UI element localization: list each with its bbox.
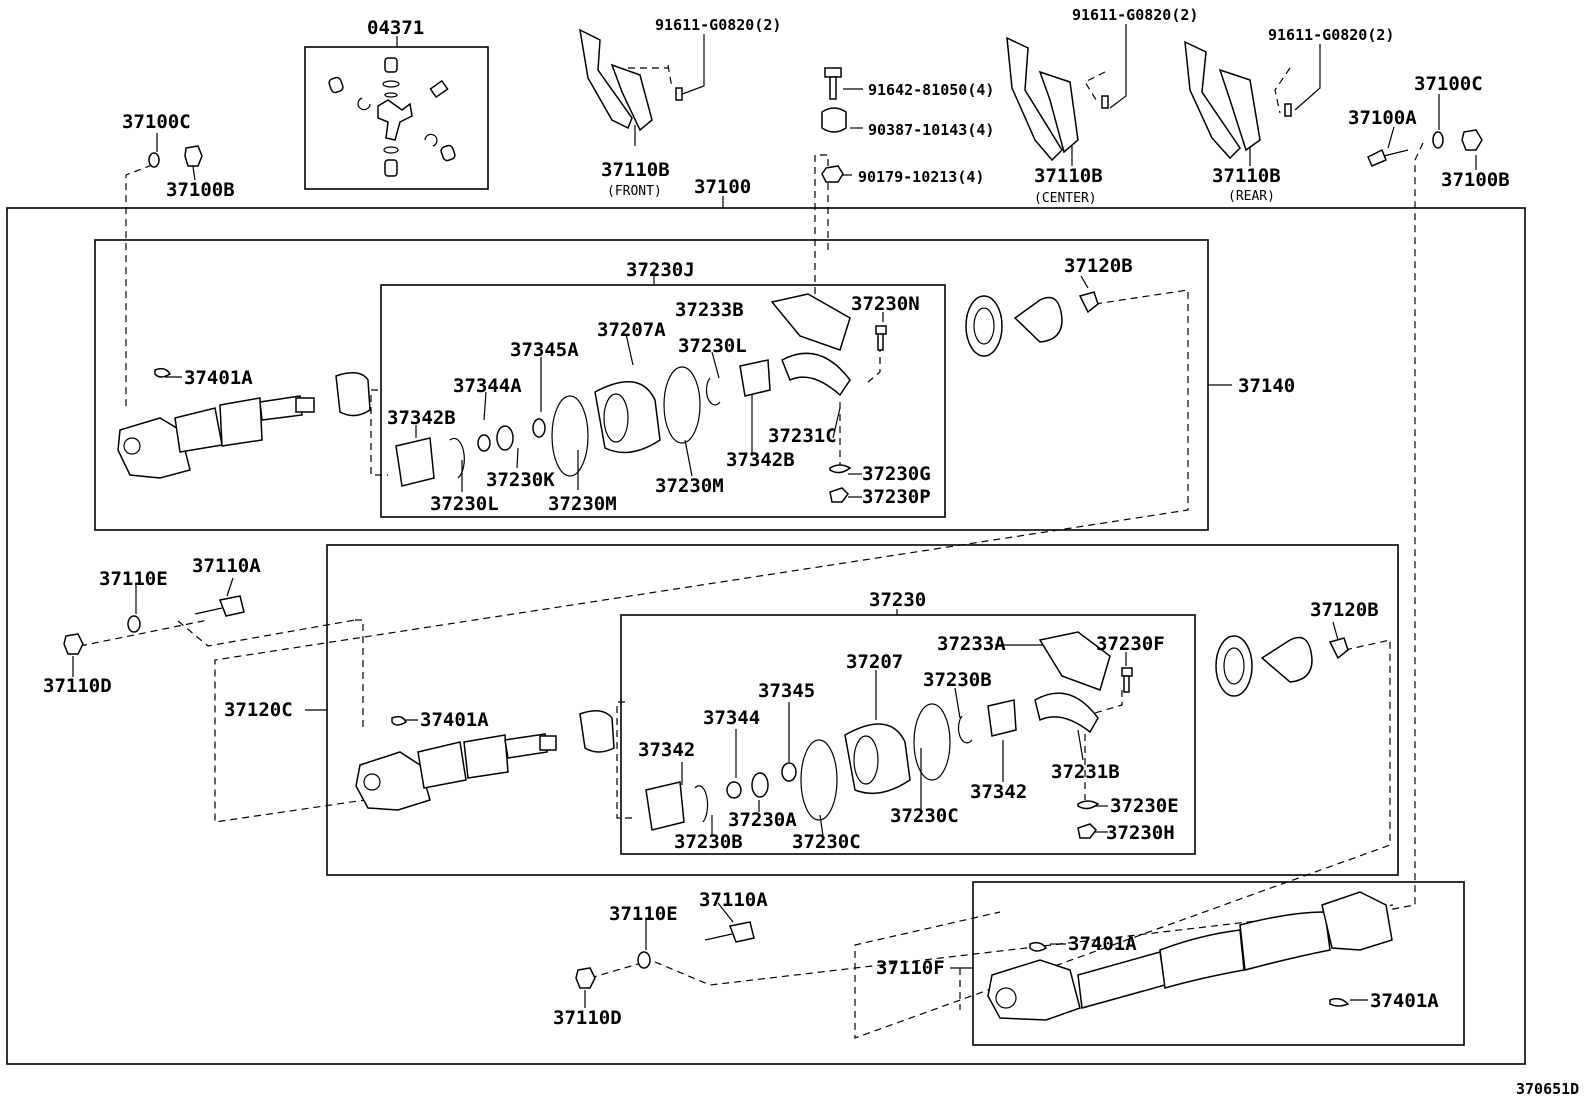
propeller-shaft-middle-icon <box>355 710 615 811</box>
label-91611-G0820-rear: 91611-G0820(2) <box>1268 26 1394 44</box>
label-37344A: 37344A <box>453 375 522 397</box>
label-37100: 37100 <box>694 176 751 198</box>
label-37230J: 37230J <box>626 259 695 281</box>
label-90179-10213: 90179-10213(4) <box>858 168 984 186</box>
label-91642-81050: 91642-81050(4) <box>868 81 994 99</box>
part-labels: 04371 37100C 37100B 91611-G0820(2) 37110… <box>43 6 1579 1098</box>
universal-joint-kit-icon <box>328 57 456 177</box>
caption-center: (CENTER) <box>1034 191 1097 206</box>
label-37345: 37345 <box>758 680 815 702</box>
label-37230M: 37230M <box>655 475 724 497</box>
label-37230N: 37230N <box>851 293 920 315</box>
label-37230B-2: 37230B <box>674 831 743 853</box>
label-37230E: 37230E <box>1110 795 1179 817</box>
dashed-guides <box>79 64 1424 1039</box>
label-37207: 37207 <box>846 651 903 673</box>
label-37345A: 37345A <box>510 339 579 361</box>
label-37230L: 37230L <box>678 335 747 357</box>
fasteners-middle-icons <box>63 595 755 989</box>
label-37110B-center: 37110B <box>1034 165 1103 187</box>
label-37230G: 37230G <box>862 463 931 485</box>
label-37233B: 37233B <box>675 299 744 321</box>
label-37120B-2: 37120B <box>1310 599 1379 621</box>
label-37342B-2: 37342B <box>726 449 795 471</box>
label-37100A: 37100A <box>1348 107 1417 129</box>
propeller-shaft-front-icon <box>117 367 371 479</box>
label-37230C-2: 37230C <box>792 831 861 853</box>
label-37100C: 37100C <box>122 111 191 133</box>
shaft-37140-frame <box>94 239 1209 531</box>
label-37110E-2: 37110E <box>609 903 678 925</box>
label-37401A: 37401A <box>184 367 253 389</box>
bearing-37230-frame <box>620 614 1196 855</box>
bearing-37230J-frame <box>380 284 946 518</box>
label-37110A: 37110A <box>192 555 261 577</box>
label-37233A: 37233A <box>937 633 1006 655</box>
label-37230B: 37230B <box>923 669 992 691</box>
label-04371: 04371 <box>367 17 424 39</box>
label-91611-G0820-center: 91611-G0820(2) <box>1072 6 1198 24</box>
label-37110D-2: 37110D <box>553 1007 622 1029</box>
label-37230L-2: 37230L <box>430 493 499 515</box>
label-37401A-3: 37401A <box>1068 933 1137 955</box>
label-37110D: 37110D <box>43 675 112 697</box>
label-37342: 37342 <box>638 739 695 761</box>
center-bearing-front-parts-icon <box>395 293 887 503</box>
shaft-37110F-frame <box>972 881 1465 1046</box>
flange-front-icon <box>965 291 1099 357</box>
flange-middle-icon <box>1215 635 1349 697</box>
label-37230P: 37230P <box>862 486 931 508</box>
label-37231C: 37231C <box>768 425 837 447</box>
heat-insulator-front-icon <box>579 28 683 132</box>
label-37230: 37230 <box>869 589 926 611</box>
label-37230M-2: 37230M <box>548 493 617 515</box>
label-37230A: 37230A <box>728 809 797 831</box>
label-37110A-2: 37110A <box>699 889 768 911</box>
center-bearing-middle-parts-icon <box>645 631 1133 839</box>
label-37401A-4: 37401A <box>1370 990 1439 1012</box>
caption-rear: (REAR) <box>1228 189 1275 204</box>
diagram-code: 370651D <box>1516 1080 1579 1098</box>
label-90387-10143: 90387-10143(4) <box>868 121 994 139</box>
fasteners-top-icons <box>148 67 1483 183</box>
label-37401A-2: 37401A <box>420 709 489 731</box>
label-37230C: 37230C <box>890 805 959 827</box>
assembly-37100-frame <box>6 207 1526 1065</box>
label-37231B: 37231B <box>1051 761 1120 783</box>
label-37120C: 37120C <box>224 699 293 721</box>
propeller-shaft-rear-icon <box>987 891 1393 1021</box>
caption-front: (FRONT) <box>607 184 662 199</box>
label-37110B-rear: 37110B <box>1212 165 1281 187</box>
label-37110F: 37110F <box>876 957 945 979</box>
label-37110E: 37110E <box>99 568 168 590</box>
label-37344: 37344 <box>703 707 760 729</box>
label-37207A: 37207A <box>597 319 666 341</box>
label-37230K: 37230K <box>486 469 555 491</box>
label-37342B: 37342B <box>387 407 456 429</box>
heat-insulator-center-icon <box>1006 36 1109 162</box>
label-37342-2: 37342 <box>970 781 1027 803</box>
label-37100B-right: 37100B <box>1441 169 1510 191</box>
label-37140: 37140 <box>1238 375 1295 397</box>
heat-insulator-rear-icon <box>1184 40 1292 160</box>
label-37100C-right: 37100C <box>1414 73 1483 95</box>
label-37110B-front: 37110B <box>601 159 670 181</box>
label-37230F: 37230F <box>1096 633 1165 655</box>
label-37230H: 37230H <box>1106 822 1175 844</box>
label-37120B: 37120B <box>1064 255 1133 277</box>
label-91611-G0820: 91611-G0820(2) <box>655 16 781 34</box>
label-37100B: 37100B <box>166 179 235 201</box>
